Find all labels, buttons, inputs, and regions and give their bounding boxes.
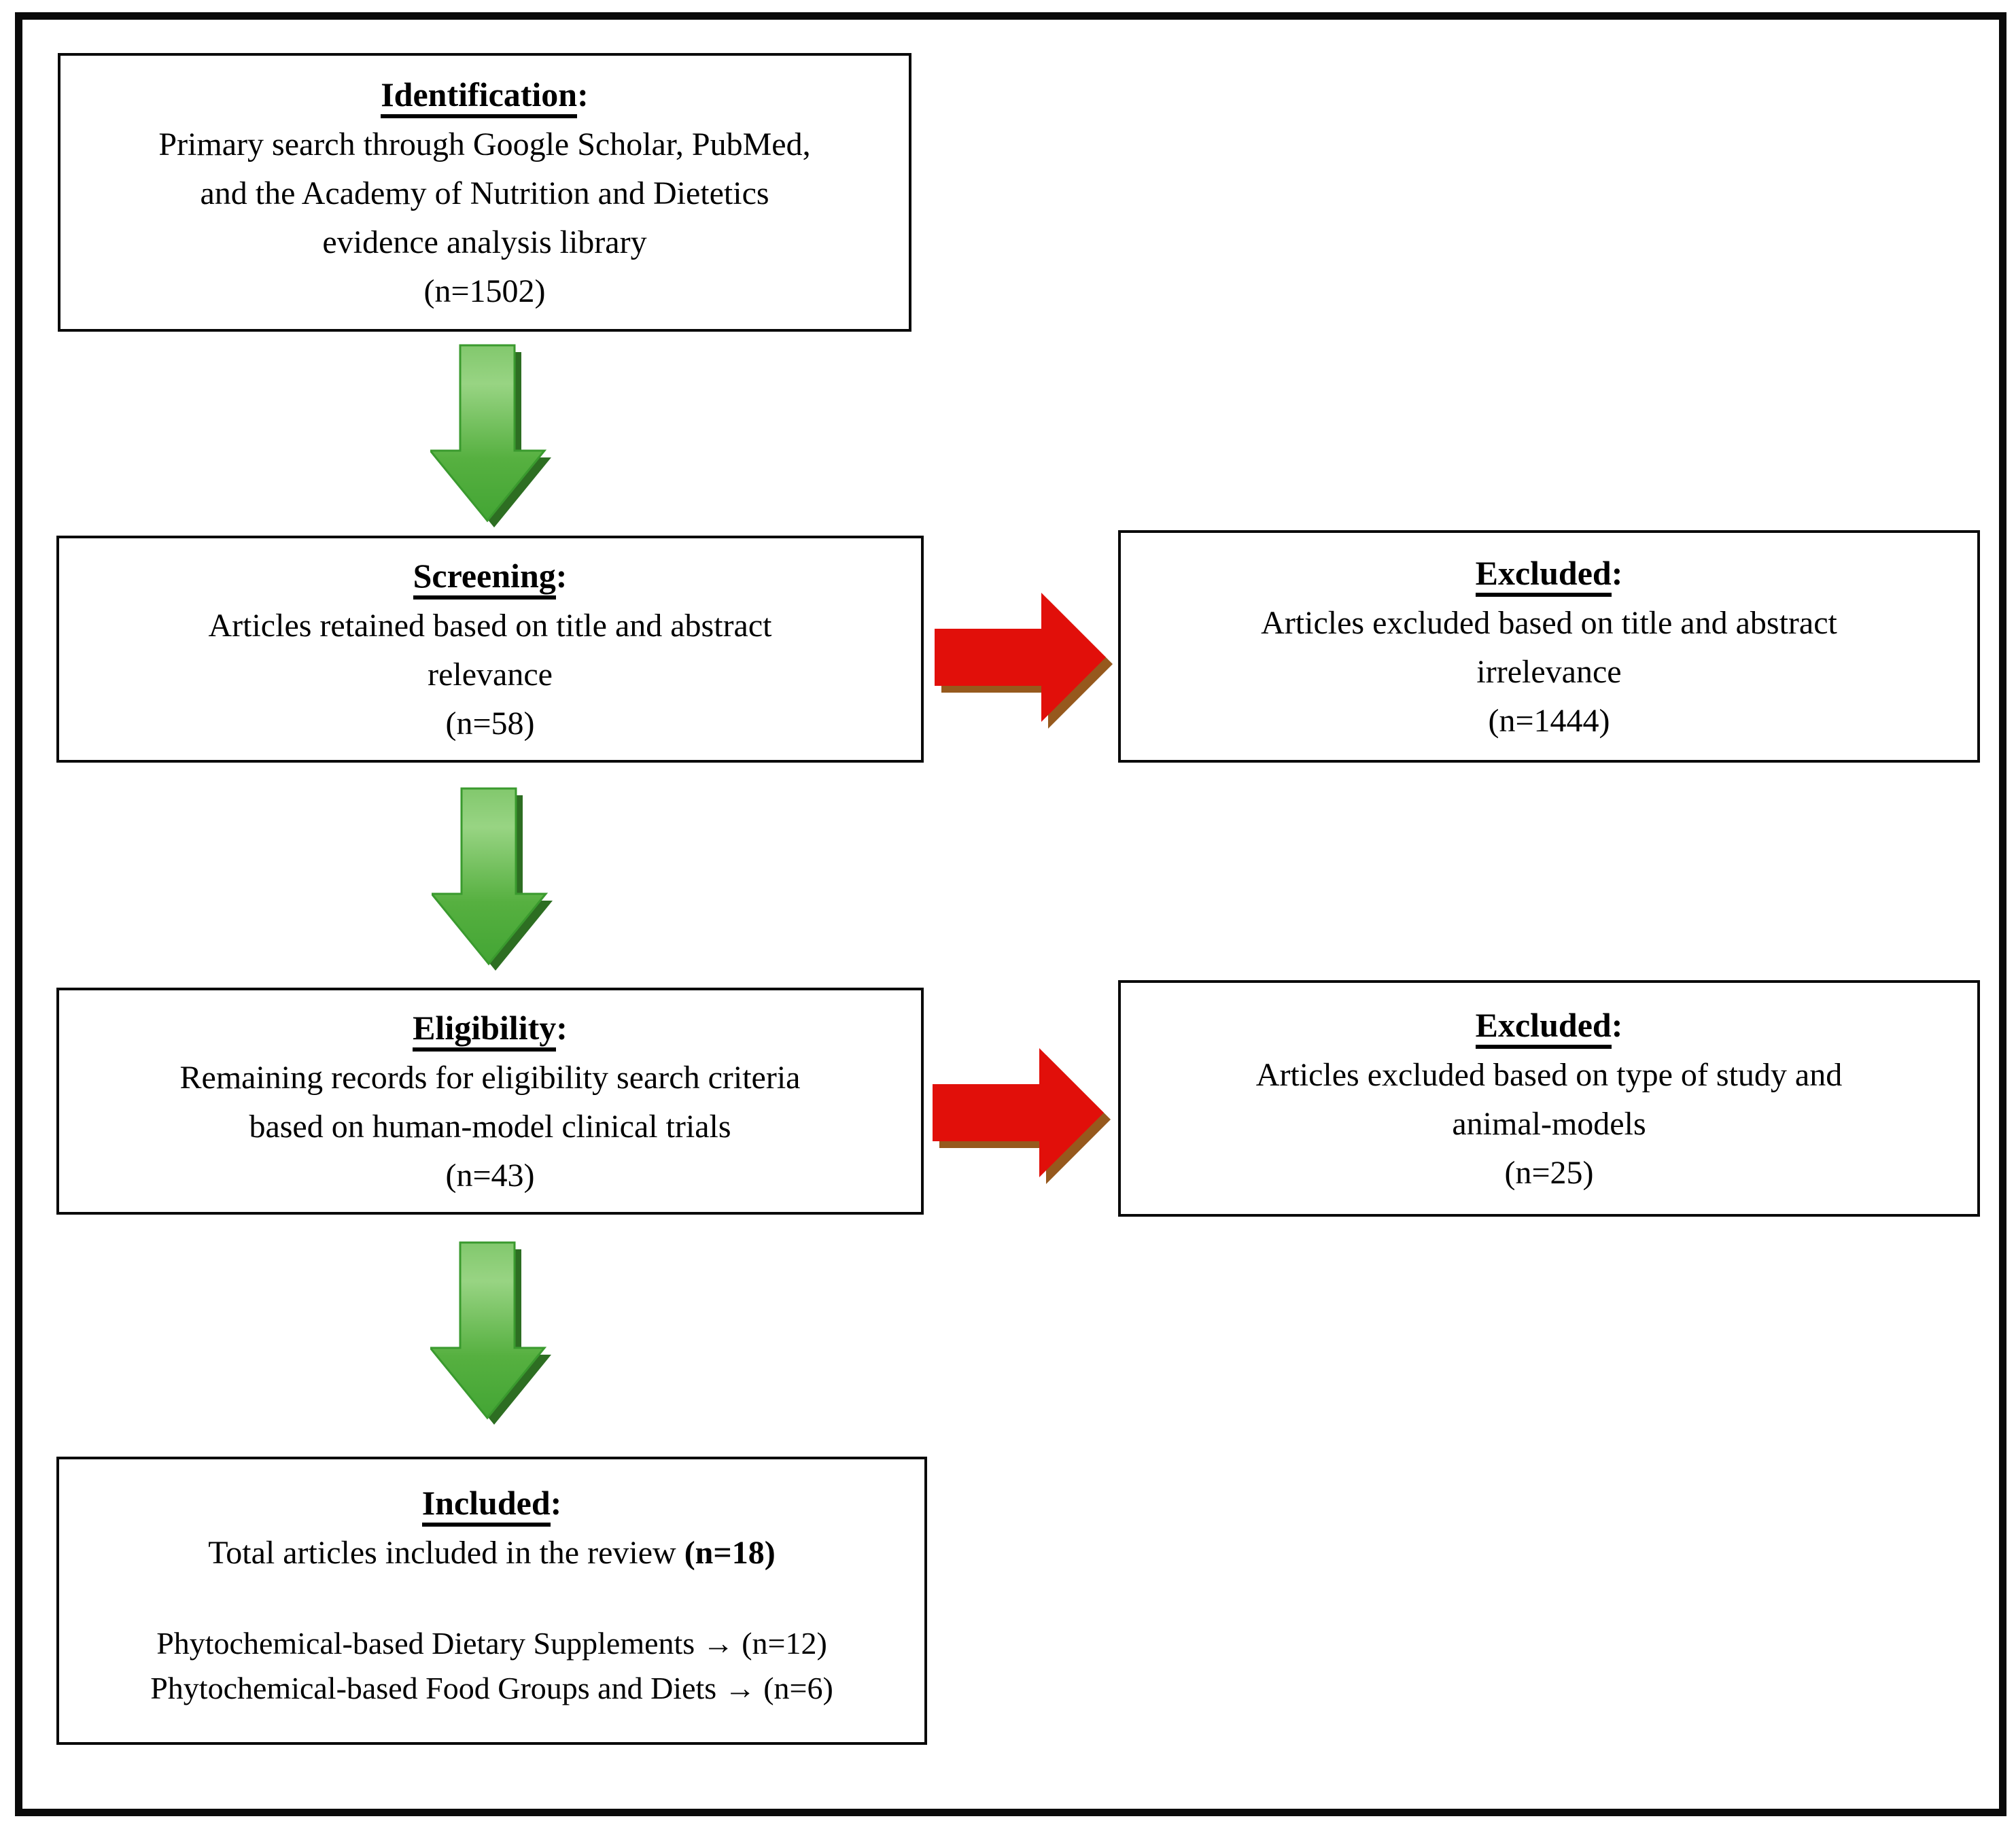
- identification-box: Identification: Primary search through G…: [58, 53, 911, 332]
- included-title: Included:: [421, 1477, 562, 1529]
- eligibility-count: (n=43): [445, 1158, 535, 1194]
- excluded-eligibility-title: Excluded:: [1475, 999, 1623, 1051]
- excluded-eligibility-title-text: Excluded: [1475, 1006, 1612, 1049]
- included-total-line: Total articles included in the review (n…: [208, 1529, 775, 1578]
- identification-title: Identification:: [381, 69, 589, 120]
- right-arrow-glyph-icon: →: [724, 1671, 756, 1705]
- screening-title: Screening:: [413, 550, 568, 602]
- included-total-count: (n=18): [684, 1535, 776, 1571]
- eligibility-line: Remaining records for eligibility search…: [179, 1060, 801, 1096]
- identification-title-colon: :: [577, 75, 589, 114]
- excluded-eligibility-box: Excluded: Articles excluded based on typ…: [1118, 980, 1980, 1217]
- excluded-screening-count: (n=1444): [1488, 703, 1610, 739]
- eligibility-line: based on human-model clinical trials: [249, 1109, 731, 1145]
- excluded-eligibility-title-colon: :: [1611, 1006, 1623, 1044]
- excluded-screening-line: irrelevance: [1476, 654, 1622, 690]
- down-arrow-icon: [430, 1241, 551, 1425]
- identification-line: evidence analysis library: [322, 224, 647, 260]
- included-sub-label: Phytochemical-based Food Groups and Diet…: [150, 1671, 725, 1705]
- included-total-text: Total articles included in the review: [208, 1535, 684, 1571]
- excluded-screening-box: Excluded: Articles excluded based on tit…: [1118, 530, 1980, 763]
- excluded-screening-title-colon: :: [1611, 554, 1623, 592]
- down-arrow-icon: [432, 787, 553, 971]
- excluded-screening-title: Excluded:: [1475, 547, 1623, 599]
- included-sub-count: (n=12): [733, 1626, 827, 1661]
- included-title-text: Included: [421, 1484, 551, 1527]
- excluded-screening-title-text: Excluded: [1475, 554, 1612, 597]
- included-sub-item: Phytochemical-based Dietary Supplements …: [156, 1621, 827, 1666]
- identification-title-text: Identification: [381, 75, 578, 118]
- outer-border: [15, 12, 2006, 1816]
- right-arrow-glyph-icon: →: [702, 1626, 734, 1661]
- excluded-eligibility-count: (n=25): [1504, 1155, 1594, 1191]
- eligibility-title-colon: :: [556, 1009, 568, 1047]
- excluded-screening-line: Articles excluded based on title and abs…: [1261, 605, 1837, 641]
- included-sub-label: Phytochemical-based Dietary Supplements: [156, 1626, 703, 1661]
- identification-line: Primary search through Google Scholar, P…: [158, 126, 811, 162]
- screening-box: Screening: Articles retained based on ti…: [56, 536, 924, 763]
- included-box: Included: Total articles included in the…: [56, 1457, 927, 1745]
- screening-title-text: Screening: [413, 557, 556, 600]
- down-arrow-icon: [430, 344, 551, 527]
- eligibility-title-text: Eligibility: [413, 1009, 557, 1052]
- screening-line: relevance: [428, 657, 553, 693]
- right-arrow-icon: [933, 1048, 1111, 1184]
- identification-count: (n=1502): [423, 273, 546, 309]
- included-sub-item: Phytochemical-based Food Groups and Diet…: [150, 1666, 833, 1711]
- screening-title-colon: :: [555, 557, 568, 595]
- eligibility-box: Eligibility: Remaining records for eligi…: [56, 988, 924, 1215]
- right-arrow-icon: [935, 593, 1113, 729]
- screening-line: Articles retained based on title and abs…: [208, 608, 772, 644]
- included-title-colon: :: [550, 1484, 562, 1522]
- identification-line: and the Academy of Nutrition and Dieteti…: [200, 175, 769, 211]
- included-sub-count: (n=6): [755, 1671, 833, 1705]
- screening-count: (n=58): [445, 706, 535, 742]
- excluded-eligibility-line: animal-models: [1452, 1106, 1646, 1142]
- eligibility-title: Eligibility:: [413, 1002, 568, 1054]
- excluded-eligibility-line: Articles excluded based on type of study…: [1255, 1057, 1843, 1093]
